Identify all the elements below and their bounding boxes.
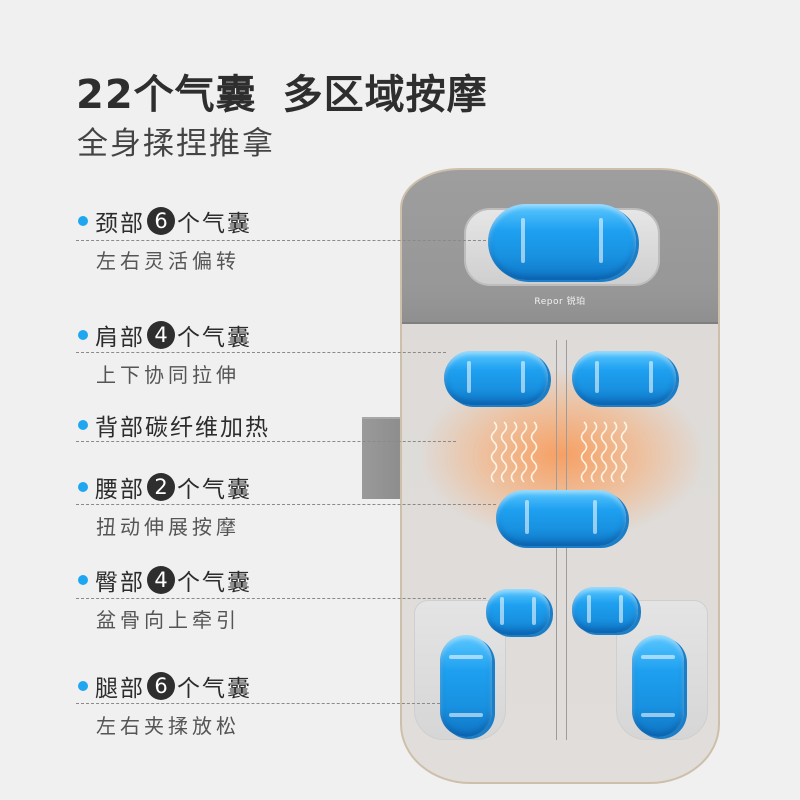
waist-airbag xyxy=(496,490,626,546)
count-badge: 6 xyxy=(147,672,175,700)
feature-hip: 臀部 4 个气囊 盆骨向上牵引 xyxy=(78,565,252,633)
feature-unit: 个气囊 xyxy=(177,570,252,596)
feature-back-heating: 背部碳纤维加热 xyxy=(78,410,270,441)
leader-line-leg xyxy=(76,703,440,704)
feature-unit: 个气囊 xyxy=(177,211,252,237)
feature-area: 腰部 xyxy=(95,477,145,503)
feature-desc: 左右灵活偏转 xyxy=(96,249,240,273)
count-badge: 4 xyxy=(147,566,175,594)
title-airbag-count: 22个气囊 xyxy=(76,72,257,118)
bullet-dot-icon xyxy=(78,420,88,430)
neck-airbag xyxy=(488,204,636,280)
bullet-dot-icon xyxy=(78,681,88,691)
count-badge: 2 xyxy=(147,473,175,501)
side-control-tab xyxy=(362,417,404,499)
feature-desc: 上下协同拉伸 xyxy=(96,363,240,387)
feature-desc: 扭动伸展按摩 xyxy=(96,515,240,539)
feature-leg: 腿部 6 个气囊 左右夹揉放松 xyxy=(78,671,252,739)
feature-neck: 颈部 6 个气囊 左右灵活偏转 xyxy=(78,206,252,274)
bullet-dot-icon xyxy=(78,216,88,226)
feature-unit: 个气囊 xyxy=(177,676,252,702)
bullet-dot-icon xyxy=(78,482,88,492)
hip-airbag-right xyxy=(572,587,638,633)
feature-desc: 左右夹揉放松 xyxy=(96,714,240,738)
feature-desc: 盆骨向上牵引 xyxy=(96,608,240,632)
page-title: 22个气囊多区域按摩 xyxy=(76,62,488,120)
leader-line-back xyxy=(76,441,456,442)
feature-shoulder: 肩部 4 个气囊 上下协同拉伸 xyxy=(78,320,252,388)
count-badge: 6 xyxy=(147,207,175,235)
heat-wave-icon-right xyxy=(580,421,628,483)
feature-area: 腿部 xyxy=(95,676,145,702)
shoulder-airbag-right xyxy=(572,351,676,405)
feature-area: 臀部 xyxy=(95,570,145,596)
leader-line-neck xyxy=(76,240,486,241)
leader-line-shoulder xyxy=(76,352,446,353)
bullet-dot-icon xyxy=(78,330,88,340)
bullet-dot-icon xyxy=(78,575,88,585)
page-subtitle: 全身揉捏推拿 xyxy=(77,126,275,162)
feature-area: 背部碳纤维加热 xyxy=(95,415,270,441)
feature-area: 肩部 xyxy=(95,325,145,351)
massage-mat: Repor 锐珀 xyxy=(400,168,720,784)
feature-area: 颈部 xyxy=(95,211,145,237)
leader-line-hip xyxy=(76,598,486,599)
feature-waist: 腰部 2 个气囊 扭动伸展按摩 xyxy=(78,472,252,540)
shoulder-airbag-left xyxy=(444,351,548,405)
count-badge: 4 xyxy=(147,321,175,349)
heat-wave-icon-left xyxy=(490,421,538,483)
leader-line-waist xyxy=(76,504,496,505)
title-multi-zone: 多区域按摩 xyxy=(282,72,488,118)
leg-airbag-right xyxy=(632,635,684,737)
leg-airbag-left xyxy=(440,635,492,737)
feature-unit: 个气囊 xyxy=(177,477,252,503)
feature-unit: 个气囊 xyxy=(177,325,252,351)
hip-airbag-left xyxy=(486,589,550,635)
brand-logo: Repor 锐珀 xyxy=(534,297,586,307)
